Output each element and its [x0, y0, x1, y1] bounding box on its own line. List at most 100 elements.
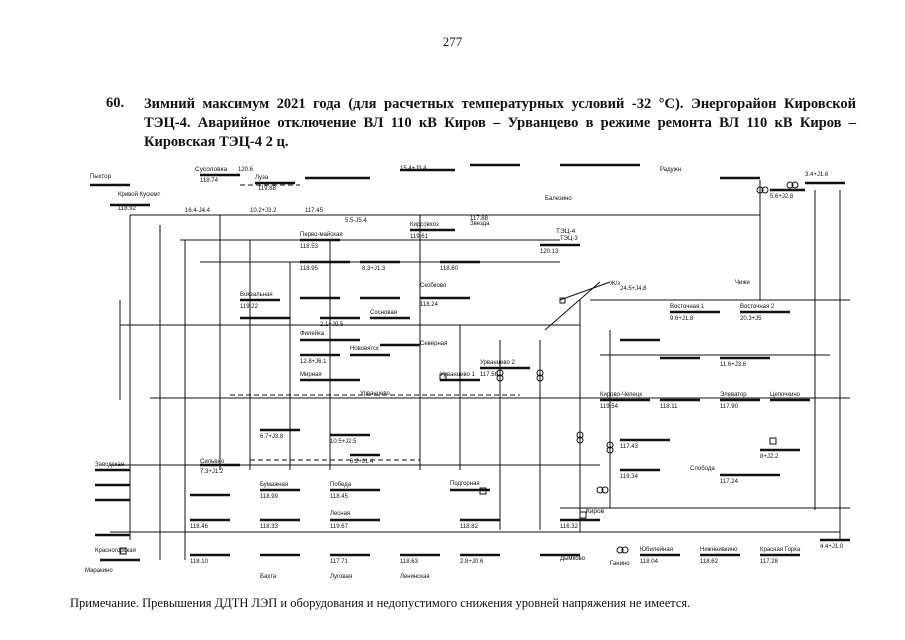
diagram-value: 118.99 — [260, 494, 279, 500]
grid-wires — [90, 163, 850, 562]
diagram-value: 8+J2.2 — [760, 454, 779, 460]
diagram-value: 117.56 — [480, 372, 499, 378]
diagram-label: Красная Горка — [760, 547, 801, 553]
diagram-label: Балезино — [545, 196, 572, 202]
diagram-value: 9.6+J1.8 — [670, 316, 694, 322]
diagram-label: Слобода — [690, 466, 715, 472]
diagram-value: 20.3+J5 — [740, 316, 762, 322]
diagram-value: 119.22 — [240, 304, 259, 310]
diagram-value: 118.24 — [420, 302, 439, 308]
diagram-value: 5.6+J2.8 — [770, 194, 794, 200]
diagram-value: 10.5+J2.5 — [330, 439, 357, 445]
diagram-label: 120.6 — [238, 167, 254, 173]
diagram-label: Бахта — [260, 574, 277, 580]
diagram-label: Красногорская — [95, 548, 136, 554]
diagram-label: ТЭЦ-4 — [556, 228, 576, 235]
diagram-label: Вокзальная — [240, 292, 273, 298]
diagram-label: Луговая — [330, 574, 352, 580]
diagram-value: 118.63 — [400, 559, 419, 565]
diagram-value: 7.3+J1.2 — [200, 469, 224, 475]
diagram-label: Пыхтор — [90, 174, 112, 180]
diagram-label: Перво-майская — [300, 231, 343, 238]
diagram-label: Радужн. — [660, 167, 683, 173]
heading-text: Зимний максимум 2021 года (для расчетных… — [144, 96, 856, 150]
diagram-value: 2.1+J0.5 — [320, 322, 344, 328]
diagram-value: 11.6+J3.6 — [720, 362, 747, 368]
diagram-label: Киров — [586, 508, 605, 515]
diagram-label: Маракино — [85, 568, 113, 574]
diagram-value: 6.2+J1.4 — [350, 459, 374, 465]
diagram-label: Восточная 2 — [740, 304, 775, 310]
diagram-value: 16.4-J4.4 — [185, 208, 211, 214]
diagram-label: ТЭЦ-3 — [560, 236, 578, 242]
station-labels: Сусоловка 120.6 Кривой Кусюмт Пыхтор ТЭЦ… — [85, 166, 801, 580]
diagram-value: 118.46 — [190, 524, 209, 530]
diagram-value: 118.62 — [700, 559, 719, 565]
diagram-value: 2.8+J0.6 — [460, 559, 484, 565]
diagram-value: 118.95 — [300, 266, 319, 272]
diagram-label: Нововятск — [350, 346, 379, 352]
diagram-value: 12.8+J6.1 — [300, 359, 327, 365]
diagram-label: Заводская — [95, 462, 124, 468]
diagram-note: Примечание. Превышения ДДТН ЛЭП и оборуд… — [70, 596, 691, 610]
diagram-value: 118.92 — [118, 206, 137, 212]
diagram-value: 3.4+J1.6 — [805, 172, 829, 178]
diagram-value: 118.04 — [640, 559, 659, 565]
diagram-label: Мирная — [300, 372, 322, 378]
diagram-label: Кирсовхоз — [410, 222, 439, 228]
diagram-value: 117.43 — [620, 444, 639, 450]
diagram-label: Звезда — [470, 221, 490, 227]
diagram-label: Урванцево 2 — [480, 360, 515, 366]
heading-number: 60. — [106, 95, 125, 111]
power-grid-schematic: Сусоловка 120.6 Кривой Кусюмт Пыхтор ТЭЦ… — [85, 163, 850, 580]
diagram-value: 118.11 — [660, 404, 678, 410]
diagram-value: 117.71 — [330, 559, 349, 565]
diagram-label: Кирово-Чепецк — [600, 392, 642, 398]
diagram-value: 118.74 — [200, 178, 219, 184]
diagram-label: Северная — [420, 341, 447, 347]
diagram-value: 4.4+J1.0 — [820, 544, 844, 550]
diagram-value: 15.4+J3.4 — [400, 166, 427, 172]
diagram-label: Ганино — [610, 561, 630, 567]
diagram-value: 117.28 — [760, 559, 779, 565]
diagram-value: 118.33 — [260, 524, 279, 530]
diagram-value: 117.24 — [720, 479, 739, 485]
diagram-label: Кривой Кусюмт — [118, 191, 161, 198]
diagram-value: 119.34 — [620, 474, 639, 480]
diagram-label: Цепочкино — [770, 392, 801, 398]
diagram-value: 5.5-J5.4 — [345, 218, 367, 224]
diagram-label: Победа — [330, 482, 352, 488]
diagram-value: 116.32 — [560, 524, 579, 530]
diagram-label: Скобково — [420, 283, 447, 289]
diagram-label: Ж/з — [610, 281, 620, 287]
diagram-label: Бумажная — [260, 482, 288, 488]
diagram-value: 119.61 — [410, 234, 429, 240]
diagram-label: Ленинская — [400, 574, 430, 580]
diagram-label: Сильвио — [200, 459, 225, 465]
diagram-value: 120.13 — [540, 249, 559, 255]
diagram-value: 118.45 — [330, 494, 349, 500]
diagram-label: Нижнеивкино — [700, 547, 738, 553]
diagram-value: 24.5+J4.8 — [620, 286, 647, 292]
diagram-value: 117.88 — [470, 216, 489, 222]
diagram-label: Урванцево 1 — [440, 372, 475, 378]
diagram-label: Юбилейная — [640, 546, 673, 553]
diagram-label: Чижи — [735, 280, 750, 286]
diagram-label: Филейка — [300, 330, 325, 337]
diagram-label: Элеватор — [720, 392, 747, 398]
diagram-value: 119.88 — [258, 186, 277, 192]
diagram-label: Урванцево — [360, 391, 390, 397]
transformer-symbols — [119, 181, 799, 555]
flow-values: 118.74 119.88 118.92 117.88 118.53 117.4… — [118, 166, 844, 565]
diagram-label: Лесная — [330, 511, 350, 517]
diagram-value: 117.45 — [305, 208, 324, 214]
diagram-label: Подгорная — [450, 481, 480, 487]
diagram-label: Сусоловка — [195, 166, 228, 173]
diagram-value: 117.90 — [720, 404, 739, 410]
diagram-value: 6.7+J3.8 — [260, 434, 284, 440]
diagram-value: 10.2+J3.2 — [250, 208, 277, 214]
diagram-label: Восточная 1 — [670, 304, 705, 310]
diagram-value: 118.53 — [300, 244, 319, 250]
diagram-value: 119.67 — [330, 524, 349, 530]
page-number: 277 — [442, 34, 463, 49]
